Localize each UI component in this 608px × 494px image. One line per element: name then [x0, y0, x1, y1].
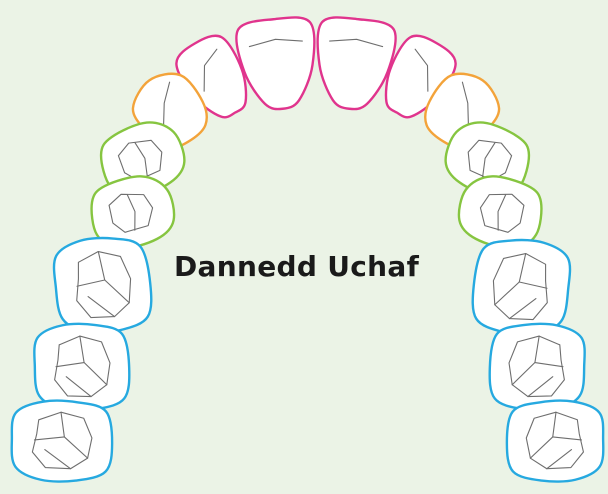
diagram-title: Dannedd Uchaf — [174, 250, 419, 283]
tooth-incisors-left-0 — [235, 15, 322, 113]
tooth-incisors-right-1 — [311, 15, 398, 113]
tooth-outline-molars — [31, 320, 132, 414]
tooth-molars-left-10 — [49, 231, 156, 339]
tooth-molars-right-15 — [505, 399, 605, 483]
tooth-outline-molars — [487, 320, 588, 414]
tooth-outline-incisors — [311, 15, 398, 113]
tooth-outline-incisors — [235, 15, 322, 113]
tooth-molars-left-14 — [10, 399, 114, 484]
tooth-outline-molars — [505, 399, 605, 483]
tooth-molars-right-13 — [487, 320, 588, 414]
tooth-outline-molars — [10, 399, 114, 484]
tooth-outline-molars — [49, 231, 156, 339]
tooth-molars-left-12 — [31, 320, 132, 414]
